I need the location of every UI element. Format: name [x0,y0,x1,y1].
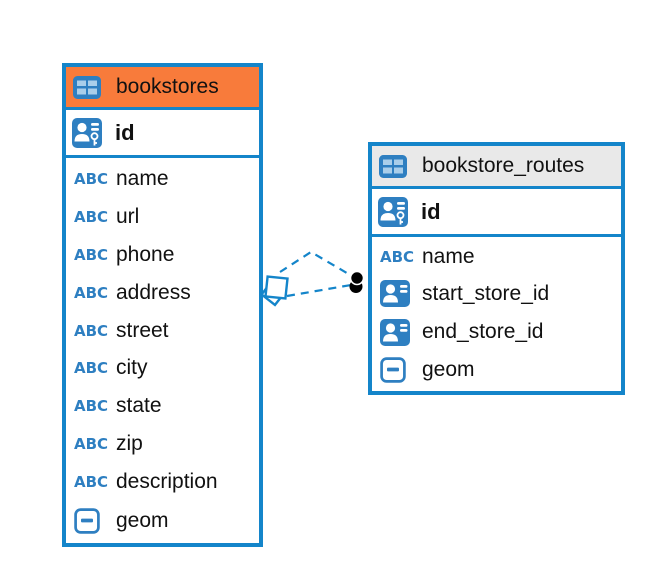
text-type-icon: ABC [74,283,109,302]
person-type-icon [380,318,414,346]
column-label: end_store_id [422,320,544,344]
column-label: geom [116,508,169,532]
column-label: start_store_id [422,281,550,305]
person-type-icon [380,280,414,308]
column-row[interactable]: ABC state [66,394,259,418]
primary-key-person-icon [72,117,106,148]
geometry-type-icon [74,508,108,534]
column-label: name [116,166,169,190]
column-row[interactable]: ABC street [66,319,259,343]
columns-list: ABC name ABC url ABC phone ABC address A… [66,158,259,543]
text-type-icon: ABC [74,435,109,454]
text-type-icon: ABC [380,247,415,266]
column-label: street [116,318,169,342]
table-bookstores[interactable]: bookstores id ABC name [62,63,263,547]
column-row[interactable]: ABC phone [66,243,259,267]
column-label: url [116,204,140,228]
column-row-id[interactable]: id [66,110,259,158]
relation-source-diamond-marker [259,275,289,307]
text-type-icon: ABC [74,207,109,226]
relation-line-lower[interactable] [286,283,352,298]
relation-target-dot-marker [349,270,365,293]
column-row[interactable]: ABC city [66,356,259,380]
column-label: description [116,470,218,494]
column-label: id [421,198,441,224]
column-row[interactable]: geom [372,357,621,383]
column-label: zip [116,432,143,456]
geometry-type-icon [380,357,414,383]
columns-list: ABC name start_store_id [372,237,621,391]
text-type-icon: ABC [74,169,109,188]
table-icon [73,75,107,99]
text-type-icon: ABC [74,473,109,492]
text-type-icon: ABC [74,245,109,264]
table-bookstore-routes[interactable]: bookstore_routes id ABC name [368,142,625,395]
column-row[interactable]: ABC address [66,281,259,305]
table-title: bookstore_routes [422,154,585,177]
table-title: bookstores [116,75,219,98]
column-label: name [422,244,475,268]
column-label: city [116,356,148,380]
table-icon [379,154,413,178]
column-label: phone [116,242,175,266]
column-label: address [116,280,191,304]
text-type-icon: ABC [74,397,109,416]
table-header-bookstore-routes[interactable]: bookstore_routes [372,146,621,189]
column-row-id[interactable]: id [372,189,621,237]
text-type-icon: ABC [74,359,109,378]
column-row[interactable]: start_store_id [372,280,621,308]
column-label: geom [422,358,475,382]
text-type-icon: ABC [74,321,109,340]
table-header-bookstores[interactable]: bookstores [66,67,259,110]
column-row[interactable]: ABC zip [66,432,259,456]
column-label: id [115,119,135,145]
column-row[interactable]: geom [66,508,259,534]
column-row[interactable]: ABC name [66,167,259,191]
primary-key-person-icon [378,196,412,227]
column-row[interactable]: ABC description [66,470,259,494]
column-row[interactable]: ABC name [372,245,621,269]
column-row[interactable]: end_store_id [372,318,621,346]
column-row[interactable]: ABC url [66,205,259,229]
column-label: state [116,394,162,418]
relation-line-upper[interactable] [279,250,353,277]
